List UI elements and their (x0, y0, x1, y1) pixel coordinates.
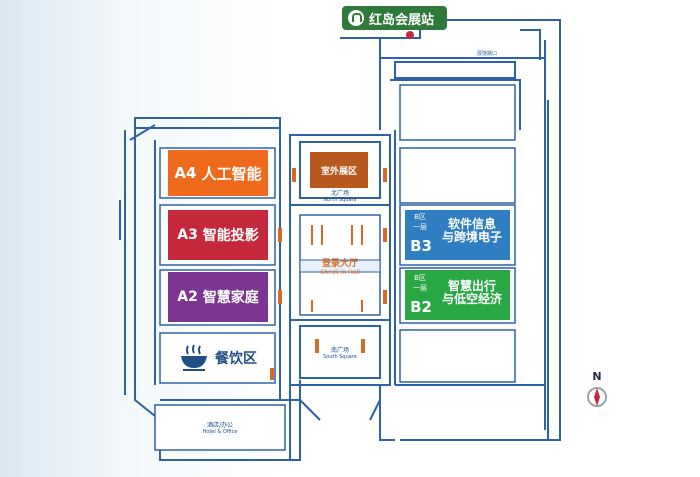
metro-icon (348, 10, 364, 26)
hall-a4-name: 人工智能 (201, 164, 262, 183)
hall-a4-label[interactable]: A4 人工智能 (168, 150, 268, 196)
hall-a3 (168, 210, 268, 260)
hall-b3-name[interactable]: 软件信息 与跨境电子 (441, 217, 502, 245)
hall-b2-name[interactable]: 智慧出行 与低空经济 (441, 279, 502, 307)
station-pin (406, 31, 414, 39)
hall-a1-label[interactable]: 餐饮区 (168, 337, 268, 379)
outdoor-area-label[interactable]: 室外展区 (320, 166, 357, 177)
south-plaza-ring (289, 319, 391, 386)
dining-bowl-icon (181, 344, 207, 371)
opening-ceremony-label[interactable]: 开幕式 (327, 285, 351, 294)
hall-a2 (168, 272, 268, 322)
metro-station-name: 红岛会展站 (369, 12, 435, 28)
metro-station-badge: 红岛会展站 (342, 6, 447, 30)
hall-b2-zone: B区 一层 (413, 274, 427, 292)
outdoor-area (310, 152, 368, 188)
compass-label: N (592, 370, 602, 383)
north-west-road (134, 117, 281, 129)
hall-b3-code[interactable]: B3 (410, 237, 432, 255)
hall-a4-code: A4 (174, 164, 197, 182)
hall-a2-name: 智慧家庭 (202, 290, 259, 306)
north-plaza-label: 北广场 North Square (323, 190, 357, 203)
hall-b3 (405, 210, 510, 260)
hall-a4 (168, 150, 268, 196)
hall-b2-code[interactable]: B2 (410, 298, 432, 316)
hall-b3-zone: B区 一层 (413, 213, 427, 231)
hall-b2 (405, 270, 510, 320)
hall-a3-code: A3 (177, 227, 198, 243)
hall-a3-label[interactable]: A3 智能投影 (168, 210, 268, 260)
checkin-hall-label[interactable]: 登录大厅 Check-in Hall (320, 259, 360, 276)
hotel-office-label: 酒店/办公 Hotel & Office (202, 422, 238, 435)
north-east-block (394, 61, 516, 79)
hall-a3-name: 智能投影 (202, 228, 259, 244)
hall-a2-code: A2 (177, 289, 198, 305)
east-road (340, 19, 561, 441)
east-junction-label: 展馆路口 (476, 51, 497, 57)
south-plaza-label: 南广场 South Square (323, 347, 357, 360)
compass-icon (587, 387, 607, 407)
hall-a2-label[interactable]: A2 智慧家庭 (168, 272, 268, 322)
hall-a1-name: 餐饮区 (215, 351, 257, 367)
